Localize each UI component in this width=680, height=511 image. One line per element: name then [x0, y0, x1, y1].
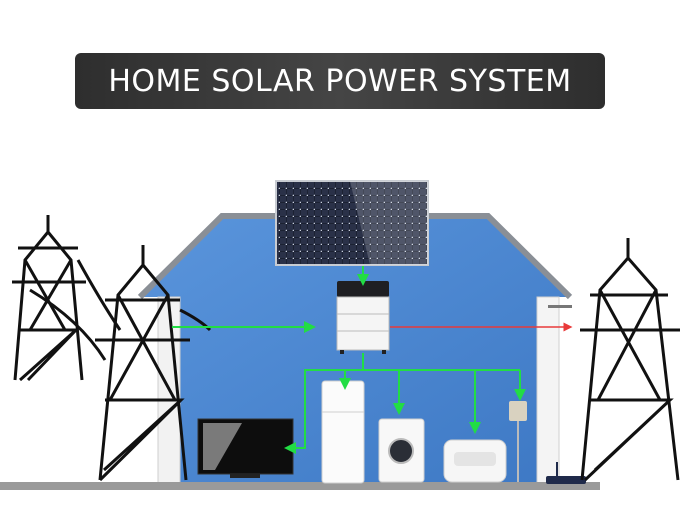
armchair	[443, 439, 507, 483]
solar-panel	[275, 180, 429, 266]
washing-machine	[378, 418, 425, 483]
page-title: HOME SOLAR POWER SYSTEM	[108, 63, 572, 99]
power-tower-left	[12, 215, 212, 482]
television	[197, 418, 294, 478]
wifi-router	[546, 462, 586, 484]
lamp	[509, 401, 527, 482]
power-tower-right	[580, 238, 680, 482]
title-banner: HOME SOLAR POWER SYSTEM	[75, 53, 605, 109]
refrigerator	[321, 380, 365, 484]
battery-inverter	[336, 281, 390, 354]
energy-flows	[172, 266, 573, 454]
